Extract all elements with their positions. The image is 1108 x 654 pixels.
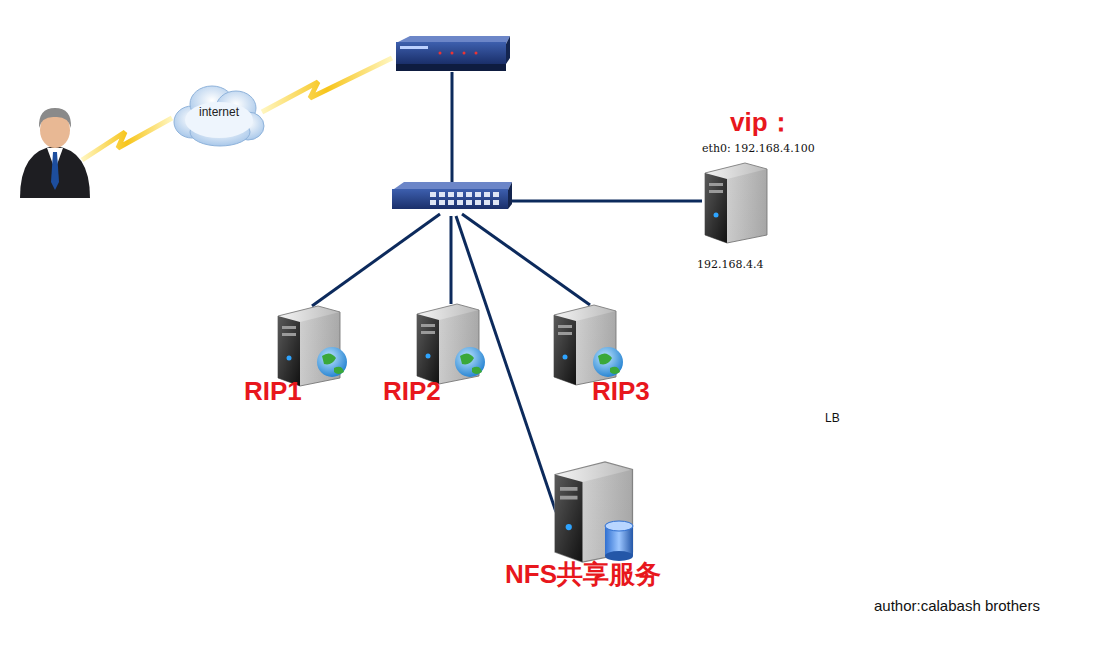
- lb-label: LB: [825, 412, 840, 425]
- node-label: RIP1: [244, 377, 302, 406]
- storage-cylinder: [605, 521, 633, 561]
- author-note: author:calabash brothers: [874, 598, 1040, 615]
- switch-port: [430, 192, 436, 197]
- wireless-link: [82, 118, 172, 160]
- switch-icon: [392, 182, 512, 209]
- address-label: 192.168.4.4: [697, 259, 763, 271]
- switch-port: [484, 192, 490, 197]
- switch-port: [466, 192, 472, 197]
- real-server-node: RIP2: [383, 377, 443, 408]
- wireless-link: [262, 58, 392, 112]
- web-globe: [317, 347, 623, 377]
- switch-port: [484, 200, 490, 205]
- real-server-node: RIP1: [244, 377, 304, 408]
- switch-port: [439, 192, 445, 197]
- switch-port: [457, 200, 463, 205]
- switch-port: [430, 200, 436, 205]
- router-icon: [396, 36, 510, 71]
- node-label: internet: [199, 106, 239, 119]
- switch-port: [493, 200, 499, 205]
- nfs-server-node: NFS共享服务: [505, 560, 663, 591]
- switch-port: [448, 200, 454, 205]
- node-label: vip：: [730, 108, 794, 137]
- network-cable: [312, 72, 702, 512]
- switch-port: [448, 192, 454, 197]
- address-label: eth0: 192.168.4.100: [702, 143, 815, 155]
- switch-port: [475, 200, 481, 205]
- user-icon: [20, 108, 90, 198]
- cloud-node: internet: [172, 80, 266, 150]
- switch-port: [493, 192, 499, 197]
- nfs-server-icon: [555, 462, 633, 562]
- switch-port: [439, 200, 445, 205]
- node-label: RIP3: [592, 377, 650, 406]
- switch-port: [457, 192, 463, 197]
- switch-port: [466, 200, 472, 205]
- vip-server-node: vip： eth0: 192.168.4.100 192.168.4.4: [690, 108, 840, 278]
- node-label: RIP2: [383, 377, 441, 406]
- node-label: NFS共享服务: [505, 560, 661, 589]
- switch-port: [475, 192, 481, 197]
- real-server-node: RIP3: [592, 377, 652, 408]
